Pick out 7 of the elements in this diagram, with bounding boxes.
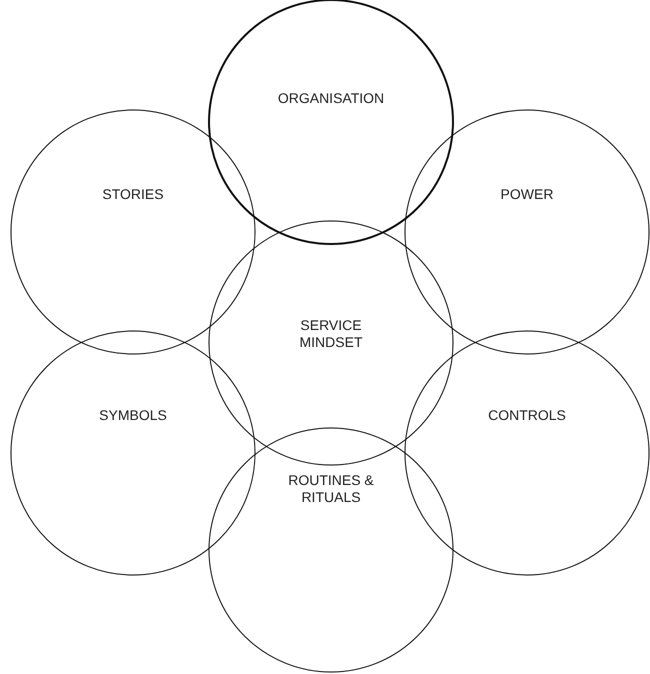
circle-label: SYMBOLS [98,407,168,424]
circle-label: ROUTINES & RITUALS [287,472,375,506]
circle-label: SERVICE MINDSET [298,317,364,351]
circle-label: CONTROLS [487,407,567,424]
circle-label: ORGANISATION [276,90,386,107]
circle-label: POWER [500,186,554,203]
circle-label: STORIES [101,186,165,203]
